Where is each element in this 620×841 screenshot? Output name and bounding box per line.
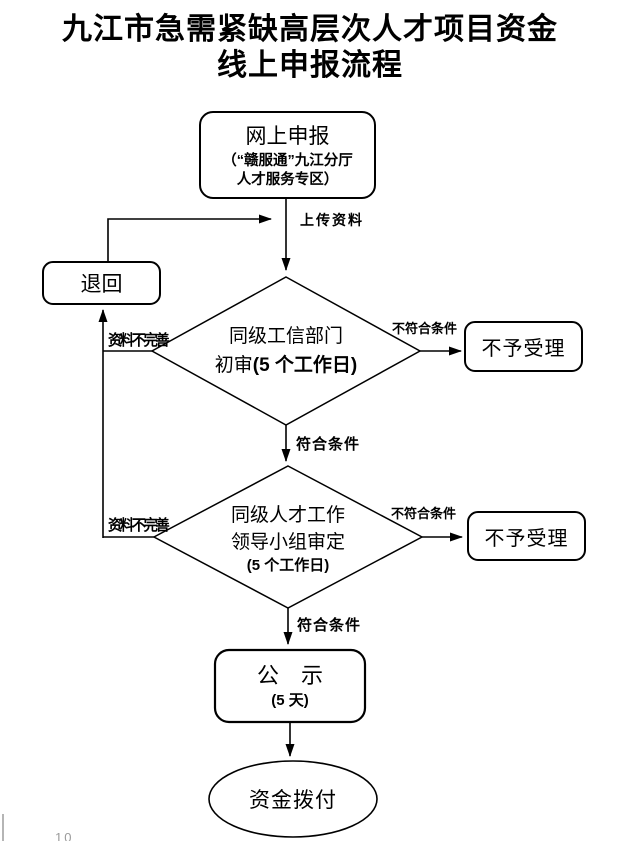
return-node-label: 退回 <box>80 273 123 296</box>
page-title-line2: 线上申报流程 <box>217 49 403 82</box>
start-node-shape <box>199 111 376 199</box>
reject2-node-shape <box>467 511 586 561</box>
start-node-sub2: 人才服务专区） <box>236 172 339 188</box>
review1-line2-days: (5 个工作日) <box>252 355 358 376</box>
review1-decision-shape <box>150 276 422 426</box>
publicity-node-label: 公 示 <box>256 663 323 688</box>
end-node-shape <box>208 760 378 838</box>
end-node-label: 资金拨付 <box>249 789 337 812</box>
review1-line1: 同级工信部门 <box>228 326 343 347</box>
start-node-text: 网上申报 （“赣服通”九江分厅 人才服务专区） <box>200 116 375 196</box>
edge-label-qualified-2: 符合条件 <box>297 617 362 634</box>
review1-decision-text: 同级工信部门 初审(5 个工作日) <box>152 318 420 384</box>
publicity-node-text: 公 示 (5 天) <box>215 656 365 716</box>
page-number: 10 <box>55 830 74 841</box>
publicity-node-shape <box>213 648 367 724</box>
review2-line3: (5 个工作日) <box>246 557 330 574</box>
edge-label-upload: 上传资料 <box>300 212 364 228</box>
review1-line2-text: 初审 <box>214 355 253 376</box>
edge-label-not-qualified-1: 不符合条件 <box>392 321 458 336</box>
edge-label-incomplete-2: 资料不完善 <box>108 517 170 534</box>
page-title-line1: 九江市急需紧缺高层次人才项目资金 <box>62 13 558 46</box>
start-node-sub1: （“赣服通”九江分厅 <box>222 153 353 169</box>
reject1-node-shape <box>464 321 583 372</box>
review2-line1: 同级人才工作 <box>230 505 345 526</box>
reject1-node-label: 不予受理 <box>481 338 566 360</box>
review2-decision-text: 同级人才工作 领导小组审定 (5 个工作日) <box>154 494 422 584</box>
edge-label-incomplete-1: 资料不完善 <box>108 332 170 349</box>
review2-decision-shape <box>152 465 424 609</box>
start-node-title: 网上申报 <box>245 125 330 148</box>
edge-label-qualified-1: 符合条件 <box>296 436 361 453</box>
publicity-node-duration: (5 天) <box>271 692 309 709</box>
edge-label-not-qualified-2: 不符合条件 <box>391 506 457 521</box>
review2-line2: 领导小组审定 <box>230 532 345 553</box>
edge-return-to-main <box>107 214 272 262</box>
return-node-shape <box>42 261 161 305</box>
page-title: 九江市急需紧缺高层次人才项目资金 线上申报流程 <box>0 12 620 84</box>
reject2-node-label: 不予受理 <box>484 527 569 550</box>
page-border-fragment <box>2 814 4 841</box>
